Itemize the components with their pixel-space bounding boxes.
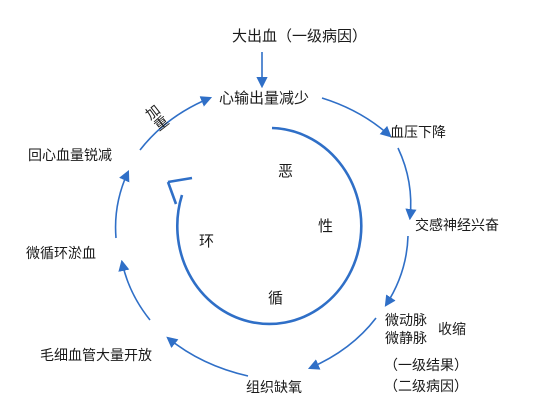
inner-arrowhead-stroke-a xyxy=(166,181,178,205)
arc-cardiac-to-bp xyxy=(321,97,392,138)
constriction-label: 收缩 xyxy=(438,322,466,338)
center-char-2: 性 xyxy=(318,217,334,235)
venules-label: 微静脉 xyxy=(385,331,427,347)
inner-arrowhead-stroke-b xyxy=(167,176,193,184)
venous-return-label: 回心血量锐减 xyxy=(28,148,112,164)
arc-sympathetic-to-constriction xyxy=(384,235,409,307)
top-cause-label: 大出血（一级病因） xyxy=(232,27,368,45)
center-char-3: 循 xyxy=(268,289,284,307)
capillary-open-label: 毛细血管大量开放 xyxy=(40,348,152,364)
arc-hypoxia-to-capillary xyxy=(166,336,249,377)
cardiac-output-label: 心输出量减少 xyxy=(219,89,310,107)
hypoxia-label: 组织缺氧 xyxy=(246,380,302,396)
primary-result-label: （一级结果） xyxy=(384,358,468,374)
secondary-cause-label: （二级病因） xyxy=(384,379,468,395)
center-char-4: 环 xyxy=(199,232,215,250)
arc-stasis-to-return xyxy=(114,169,130,239)
arc-constriction-to-hypoxia xyxy=(307,317,377,370)
bp-drop-label: 血压下降 xyxy=(390,125,446,141)
sympathetic-label: 交感神经兴奋 xyxy=(415,218,499,234)
arc-bp-to-sympathetic xyxy=(397,147,417,221)
center-char-1: 恶 xyxy=(278,162,294,180)
arc-return-to-cardiac xyxy=(139,96,213,151)
arc-capillary-to-stasis xyxy=(118,259,151,321)
inner-cycle-arrow xyxy=(175,126,363,326)
arterioles-label: 微动脉 xyxy=(385,313,427,329)
microcirc-stasis-label: 微循环淤血 xyxy=(26,246,96,262)
